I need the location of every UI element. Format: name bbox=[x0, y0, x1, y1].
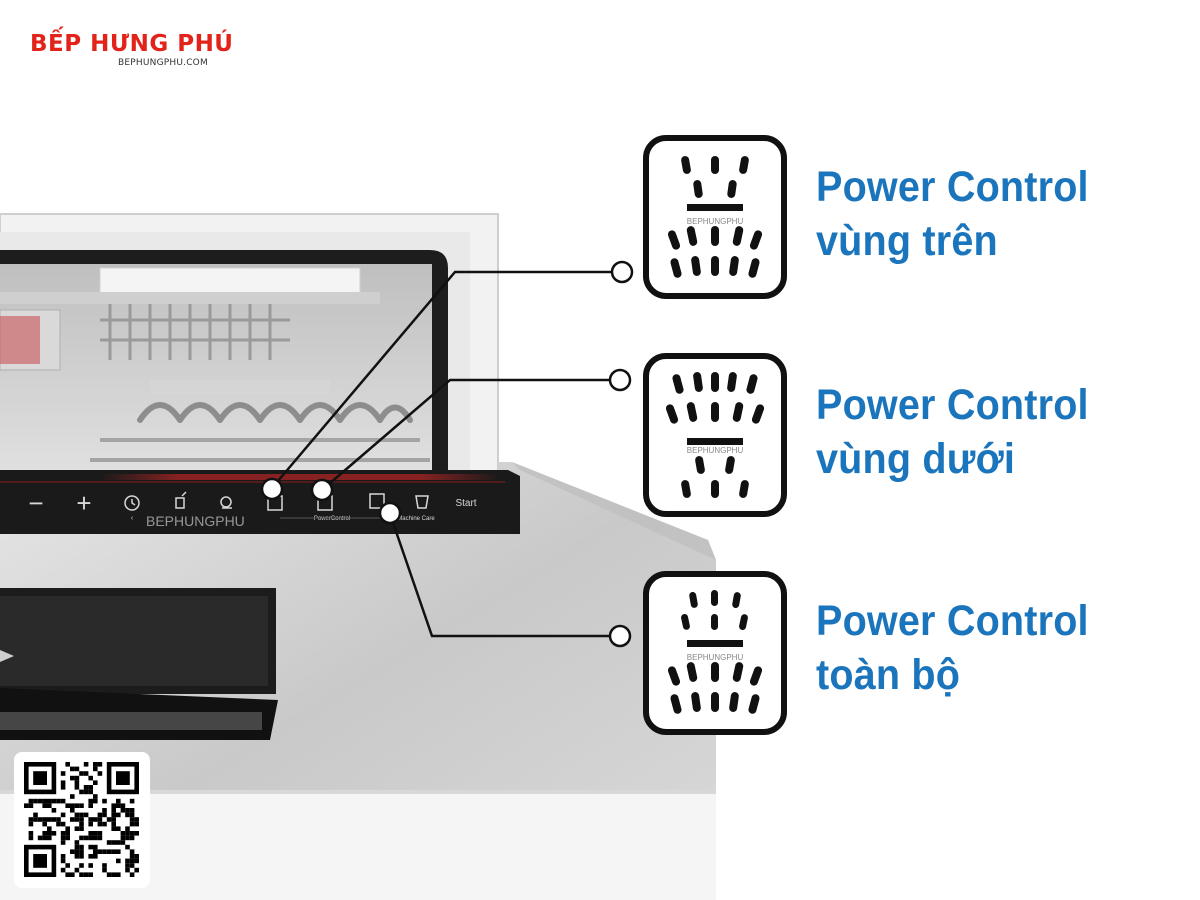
spray-upper-icon: BEPHUNGPHU bbox=[643, 135, 787, 299]
callout-label-lower-line1: Power Control bbox=[816, 381, 1089, 429]
callout-dot-full bbox=[608, 624, 632, 648]
plus-button: + bbox=[76, 488, 91, 518]
callout-dot-panel-full bbox=[378, 501, 402, 525]
qr-code-icon bbox=[14, 752, 150, 888]
minus-button: − bbox=[28, 488, 43, 518]
callout-line-full bbox=[388, 513, 620, 638]
start-button: Start bbox=[455, 498, 476, 509]
svg-text:‹: ‹ bbox=[131, 515, 134, 522]
callout-dot-lower bbox=[608, 368, 632, 392]
svg-text:BEPHUNGPHU: BEPHUNGPHU bbox=[687, 217, 744, 226]
half-load-icon bbox=[175, 491, 187, 509]
spray-lower-icon: BEPHUNGPHU bbox=[643, 353, 787, 517]
power-control-panel-label: PowerControl bbox=[314, 516, 350, 522]
callout-label-upper-line1: Power Control bbox=[816, 163, 1089, 211]
brand-url: BEPHUNGPHU.COM bbox=[118, 58, 208, 68]
timer-icon bbox=[124, 495, 140, 511]
callout-label-lower: Power Control vùng dưới bbox=[816, 378, 1089, 486]
spray-full-icon: BEPHUNGPHU bbox=[643, 571, 787, 735]
hygiene-icon bbox=[220, 496, 232, 509]
callout-line-upper bbox=[271, 270, 620, 489]
brand-name: BẾP HƯNG PHÚ bbox=[30, 31, 234, 57]
callout-label-lower-line2: vùng dưới bbox=[816, 435, 1016, 483]
power-control-full-icon bbox=[369, 493, 385, 509]
callout-label-upper-line2: vùng trên bbox=[816, 217, 998, 265]
machine-care-icon bbox=[415, 495, 429, 509]
svg-text:BEPHUNGPHU: BEPHUNGPHU bbox=[687, 446, 744, 455]
svg-text:BEPHUNGPHU: BEPHUNGPHU bbox=[687, 653, 744, 662]
callout-line-lower bbox=[321, 378, 620, 491]
callout-dot-panel-lower bbox=[310, 478, 334, 502]
watermark-text: BEPHUNGPHU bbox=[146, 513, 245, 529]
callout-label-full-line2: toàn bộ bbox=[816, 651, 961, 699]
callout-dot-upper bbox=[610, 260, 634, 284]
machine-care-panel-label: Machine Care bbox=[397, 516, 435, 522]
callout-label-upper: Power Control vùng trên bbox=[816, 160, 1089, 268]
brand-logo: BẾP HƯNG PHÚ BEPHUNGPHU.COM bbox=[30, 30, 234, 68]
callout-dot-panel-upper bbox=[260, 477, 284, 501]
callout-label-full: Power Control toàn bộ bbox=[816, 594, 1089, 702]
callout-label-full-line1: Power Control bbox=[816, 597, 1089, 645]
